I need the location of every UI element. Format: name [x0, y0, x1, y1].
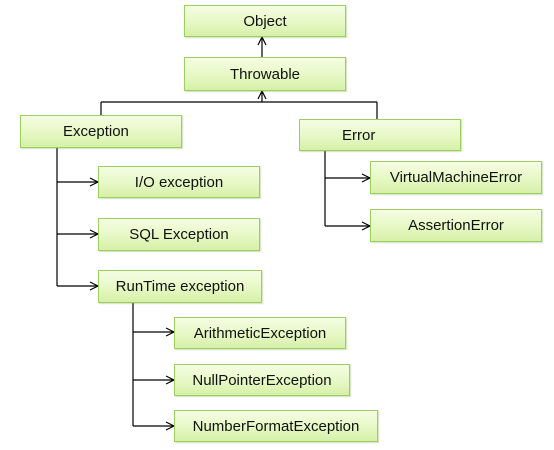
- null-pointer-exception-node: NullPointerException: [174, 364, 350, 396]
- error-node: Error: [299, 119, 461, 151]
- assertion-error-node: AssertionError: [370, 209, 542, 242]
- sql-exception-node: SQL Exception: [98, 218, 260, 251]
- virtual-machine-error-node: VirtualMachineError: [370, 161, 542, 194]
- runtime-exception-node: RunTime exception: [98, 270, 262, 303]
- number-format-exception-node: NumberFormatException: [174, 410, 378, 442]
- object-node: Object: [184, 5, 346, 37]
- io-exception-node: I/O exception: [98, 166, 260, 198]
- exception-node: Exception: [20, 115, 182, 148]
- arithmetic-exception-node: ArithmeticException: [174, 317, 346, 349]
- throwable-node: Throwable: [184, 57, 346, 91]
